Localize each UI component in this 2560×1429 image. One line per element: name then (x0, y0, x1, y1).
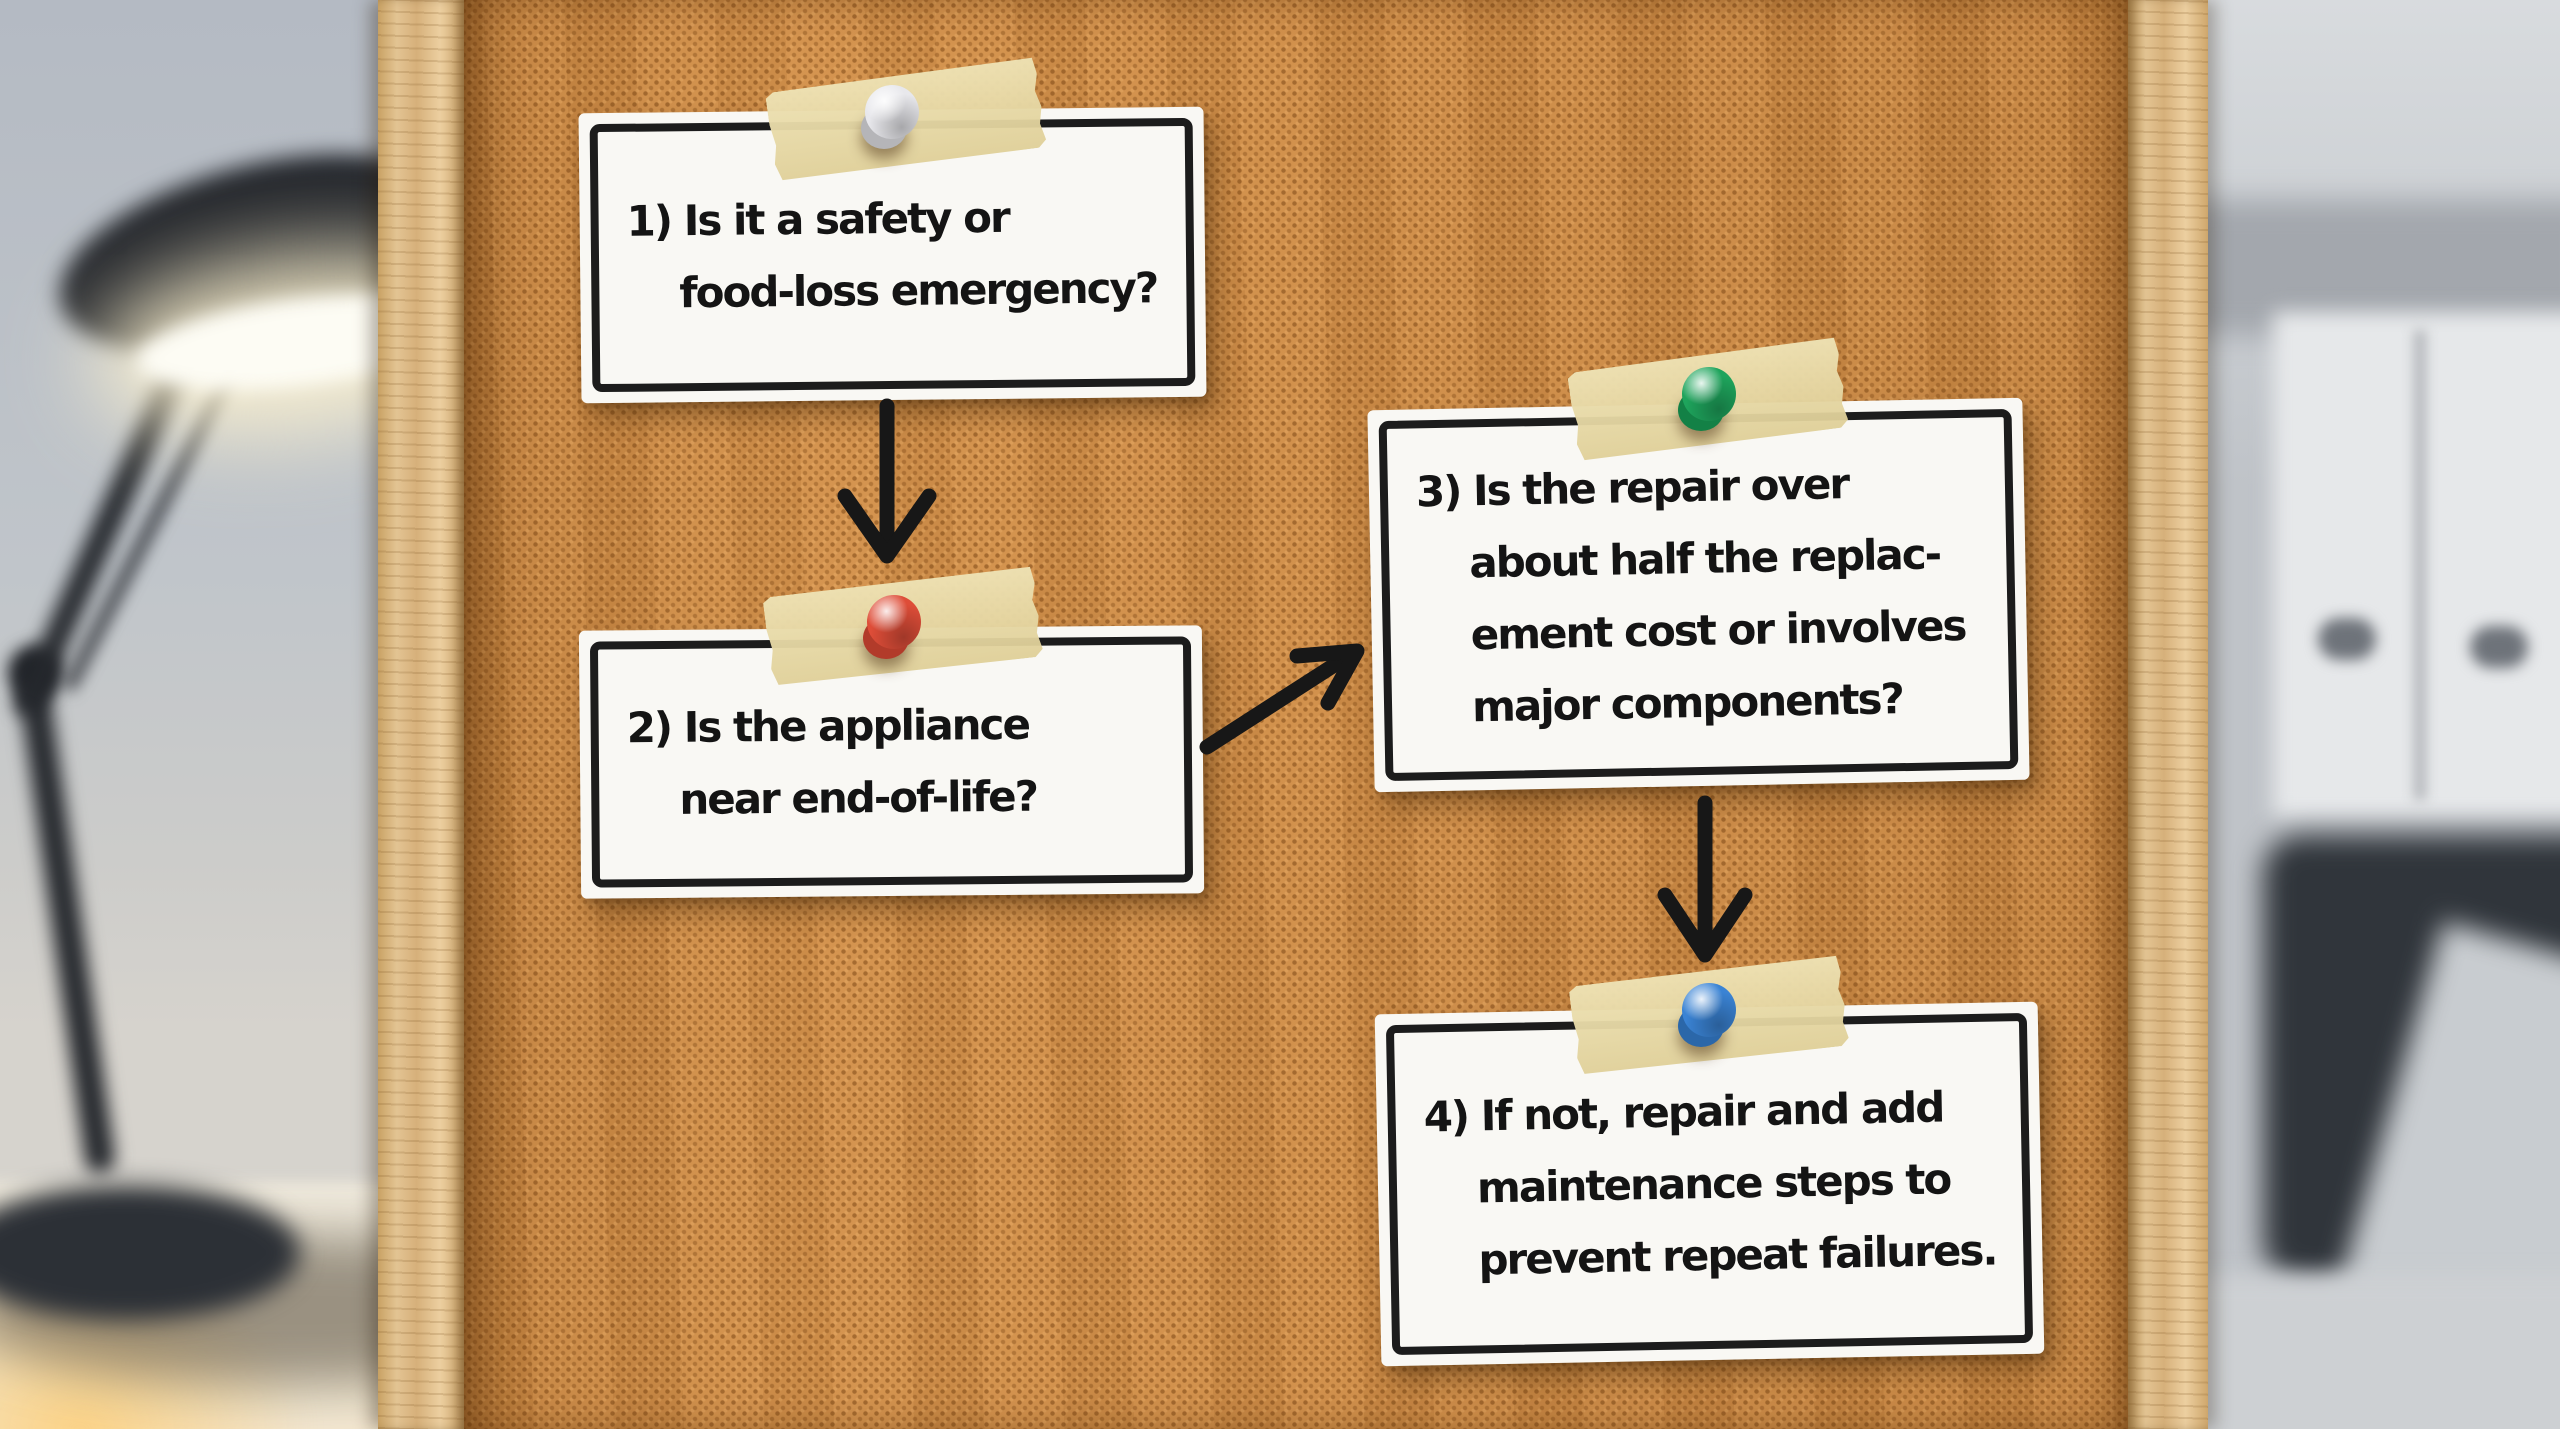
binder-handle-slot (2470, 626, 2528, 668)
board-frame-left (378, 0, 464, 1429)
background-right (2208, 0, 2560, 1429)
note-card-2-border: 2) Is the appliance near end-of-life? (589, 636, 1194, 888)
board-frame-right (2128, 0, 2208, 1429)
card-3-text-line: 3) Is the repair over (1415, 459, 1849, 517)
binder-seam (2414, 330, 2426, 800)
green-pushpin-icon (1678, 367, 1736, 427)
card-3-text-line: ement cost or involves (1470, 600, 1966, 660)
card-3-text-line: major components? (1471, 674, 1904, 732)
lamp-arm-lower (17, 675, 117, 1175)
background-lower-wall (2208, 1275, 2560, 1429)
card-2-text-line: 2) Is the appliance (626, 699, 1030, 753)
note-card-3-border: 3) Is the repair over about half the rep… (1378, 408, 2019, 782)
arrow-down-icon (837, 398, 937, 564)
white-pushpin-icon (861, 85, 919, 145)
red-pushpin-icon (863, 595, 921, 655)
blue-pushpin-icon (1678, 983, 1736, 1043)
arrow-down-icon (1657, 795, 1753, 963)
card-4-text-line: prevent repeat failures. (1477, 1225, 1997, 1285)
card-2-text-line: near end-of-life? (679, 771, 1038, 824)
background-left (0, 0, 384, 1429)
arrow-up-right-icon (1199, 643, 1365, 755)
card-3-text-line: about half the replac- (1468, 529, 1941, 588)
card-4-text-line: maintenance steps to (1476, 1154, 1951, 1213)
lamp-base (0, 1185, 300, 1320)
binder-handle-slot (2318, 618, 2376, 660)
note-card-4-border: 4) If not, repair and add maintenance st… (1385, 1012, 2034, 1356)
card-4-text-line: 4) If not, repair and add (1423, 1082, 1944, 1142)
card-1-text-line: 1) Is it a safety or (626, 192, 1009, 246)
card-1-text-line: food-loss emergency? (679, 263, 1158, 318)
note-card-3: 3) Is the repair over about half the rep… (1367, 397, 2030, 793)
